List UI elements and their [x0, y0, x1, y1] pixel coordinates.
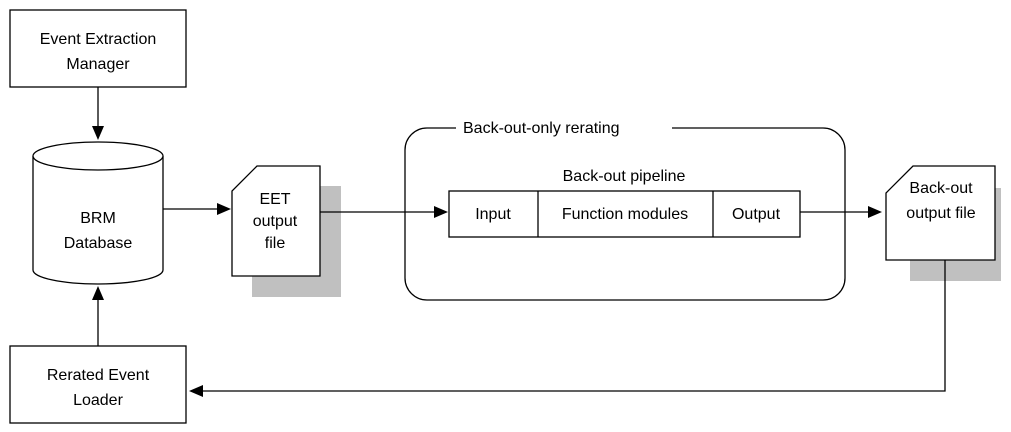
back-out-output-file-label-line-1: Back-out [909, 180, 973, 197]
back-out-output-file-node: Back-out output file [885, 165, 1001, 281]
rerated-event-loader-node: Rerated Event Loader [9, 345, 187, 424]
rerated-event-loader-label-line-1: Rerated Event [47, 367, 150, 384]
brm-database-label-line-2: Database [64, 235, 133, 252]
arrow-database-to-eet-file [163, 203, 231, 215]
arrow-loader-to-database [92, 286, 104, 346]
arrow-eet-file-to-input [320, 206, 448, 218]
back-out-pipeline-box [448, 190, 801, 238]
event-extraction-manager-label-line-2: Manager [66, 56, 130, 73]
pipeline-stage-function-modules: Function modules [562, 206, 688, 223]
brm-database-node: BRM Database [32, 141, 164, 285]
back-out-output-file-label-line-2: output file [906, 205, 975, 222]
event-extraction-manager-node: Event Extraction Manager [9, 9, 187, 88]
back-out-only-rerating-group: Back-out-only rerating [404, 120, 846, 301]
rerated-event-loader-label-line-2: Loader [73, 392, 123, 409]
arrow-output-to-back-out-file [800, 206, 882, 218]
pipeline-stage-output: Output [732, 206, 781, 223]
arrow-back-out-file-to-loader [189, 260, 946, 397]
arrow-manager-to-database [92, 87, 104, 140]
eet-output-file-label-line-2: output [253, 213, 298, 230]
back-out-pipeline-label: Back-out pipeline [563, 168, 686, 185]
eet-output-file-label-line-3: file [265, 235, 286, 252]
event-extraction-manager-label-line-1: Event Extraction [40, 31, 157, 48]
eet-output-file-node: EET output file [231, 165, 341, 297]
back-out-only-rerating-label: Back-out-only rerating [463, 120, 620, 137]
back-out-pipeline: Back-out pipeline Input Function modules… [448, 168, 801, 238]
pipeline-stage-input: Input [475, 206, 511, 223]
eet-output-file-label-line-1: EET [259, 191, 290, 208]
brm-database-label-line-1: BRM [80, 210, 116, 227]
